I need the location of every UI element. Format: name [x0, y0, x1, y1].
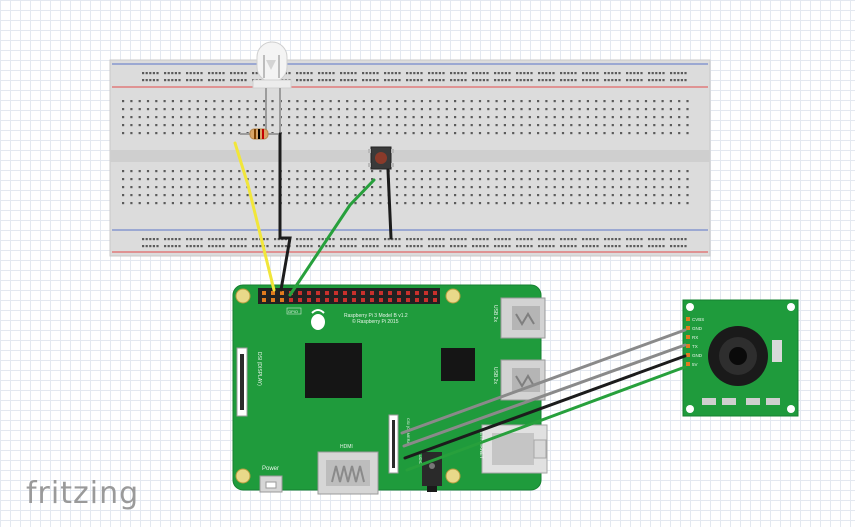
camera-pin[interactable] — [686, 317, 690, 321]
wire-gray-cam-1[interactable] — [400, 328, 687, 435]
usb-label-2: USB 2x — [492, 367, 498, 384]
camera-lens-icon — [708, 326, 768, 386]
mount-hole-icon — [445, 288, 461, 304]
lan-chip — [441, 348, 475, 381]
push-button[interactable] — [368, 146, 394, 170]
mount-hole-icon — [787, 303, 795, 311]
breadboard[interactable] — [109, 59, 711, 257]
camera-pins: CVBS GND RX TX GND 5V — [686, 317, 704, 367]
camera-pin[interactable] — [686, 326, 690, 330]
mount-hole-icon — [686, 405, 694, 413]
wire-black-button-to-rail[interactable] — [386, 168, 393, 240]
camera-module[interactable]: CVBS GND RX TX GND 5V — [682, 299, 799, 417]
soc-chip — [305, 343, 362, 398]
wire-green-button-to-gpio[interactable] — [288, 178, 376, 297]
camera-pin-label: TX — [692, 344, 698, 349]
hdmi-port[interactable] — [317, 451, 379, 495]
breadboard-holes — [122, 72, 689, 248]
dsi-label: DSI (DISPLAY) — [256, 352, 262, 386]
usb-port-1[interactable] — [500, 297, 546, 339]
mount-hole-icon — [787, 405, 795, 413]
wire-green-cam[interactable] — [405, 365, 687, 472]
audio-jack[interactable] — [422, 452, 442, 492]
wire-gray-cam-2[interactable] — [402, 343, 687, 448]
usb-label-1: USB 2x — [492, 305, 498, 322]
camera-pin-label: GND — [692, 353, 703, 358]
camera-chip — [772, 340, 782, 362]
hdmi-label: HDMI — [340, 444, 353, 450]
camera-pin[interactable] — [686, 344, 690, 348]
ethernet-port[interactable] — [481, 424, 548, 474]
wire-black-cam[interactable] — [403, 354, 687, 460]
ethernet-label: ETHERNET — [478, 432, 484, 459]
mount-hole-icon — [445, 468, 461, 484]
camera-pin-label: RX — [692, 335, 698, 340]
audio-label: AUDIO — [418, 452, 423, 465]
gpio-pins — [262, 291, 437, 302]
raspberry-logo-icon — [311, 309, 325, 330]
camera-pin[interactable] — [686, 362, 690, 366]
wire-black-led-to-gnd[interactable] — [278, 132, 292, 292]
raspberry-pi-board[interactable]: GPIO Raspberry Pi 3 Model B v1.2 © Raspb… — [232, 284, 548, 495]
camera-pin-label: CVBS — [692, 317, 704, 322]
wires[interactable] — [233, 132, 687, 472]
camera-pin-label: GND — [692, 326, 703, 331]
camera-pin[interactable] — [686, 353, 690, 357]
wire-yellow-resistor-to-gpio[interactable] — [233, 141, 276, 292]
gpio-label: GPIO — [288, 309, 298, 314]
led[interactable] — [252, 41, 292, 133]
power-label: Power — [262, 466, 279, 472]
mount-hole-icon — [686, 303, 694, 311]
center-channel — [110, 150, 710, 162]
camera-pin-label: 5V — [692, 362, 698, 367]
mount-hole-icon — [235, 288, 251, 304]
board-model-line-1: Raspberry Pi 3 Model B v1.2 — [344, 313, 408, 319]
board-model-line-2: © Raspberry Pi 2015 — [352, 318, 399, 325]
fritzing-logo: fritzing — [26, 476, 140, 511]
camera-pin[interactable] — [686, 335, 690, 339]
mount-hole-icon — [235, 468, 251, 484]
power-port[interactable] — [259, 475, 283, 493]
resistor[interactable] — [240, 128, 278, 140]
gpio-header[interactable] — [258, 288, 440, 304]
